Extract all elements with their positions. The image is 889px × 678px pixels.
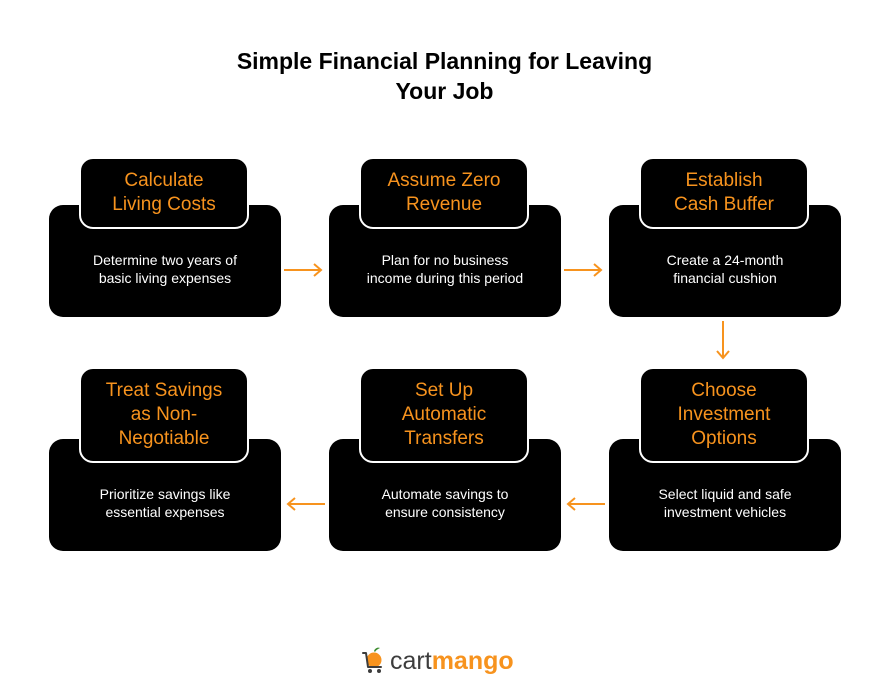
step-description: Determine two years of basic living expe… — [93, 252, 237, 286]
cartmango-logo: cartmango — [360, 644, 514, 678]
step-treat-savings-as-non-negotiable: Treat Savings as Non- Negotiable Priorit… — [49, 367, 281, 551]
step-title: Treat Savings as Non- Negotiable — [79, 367, 249, 463]
arrow-right-icon — [564, 263, 603, 277]
step-description: Select liquid and safe investment vehicl… — [658, 486, 792, 520]
arrow-down-icon — [716, 321, 730, 360]
logo-text-cart: cart — [390, 647, 432, 675]
page-title-line-1: Simple Financial Planning for Leaving — [236, 48, 653, 74]
page-title: Simple Financial Planning for Leaving Yo… — [0, 46, 889, 106]
step-choose-investment-options: Choose Investment Options Select liquid … — [609, 367, 841, 551]
step-description: Automate savings to ensure consistency — [381, 486, 509, 520]
step-title: Establish Cash Buffer — [639, 157, 809, 229]
step-set-up-automatic-transfers: Set Up Automatic Transfers Automate savi… — [329, 367, 561, 551]
step-description: Create a 24-month financial cushion — [666, 252, 784, 286]
step-description: Plan for no business income during this … — [366, 252, 524, 286]
page-title-line-2: Your Job — [395, 78, 494, 104]
mango-cart-icon — [362, 647, 382, 673]
step-establish-cash-buffer: Establish Cash Buffer Create a 24-month … — [609, 157, 841, 317]
step-calculate-living-costs: Calculate Living Costs Determine two yea… — [49, 157, 281, 317]
step-title: Assume Zero Revenue — [359, 157, 529, 229]
step-assume-zero-revenue: Assume Zero Revenue Plan for no business… — [329, 157, 561, 317]
step-title: Choose Investment Options — [639, 367, 809, 463]
step-description: Prioritize savings like essential expens… — [99, 486, 231, 520]
logo-wordmark: cartmango — [390, 646, 514, 676]
arrow-right-icon — [284, 263, 323, 277]
arrow-left-icon — [286, 497, 325, 511]
logo-text-mango: mango — [431, 647, 514, 675]
step-title: Set Up Automatic Transfers — [359, 367, 529, 463]
arrow-left-icon — [566, 497, 605, 511]
step-title: Calculate Living Costs — [79, 157, 249, 229]
